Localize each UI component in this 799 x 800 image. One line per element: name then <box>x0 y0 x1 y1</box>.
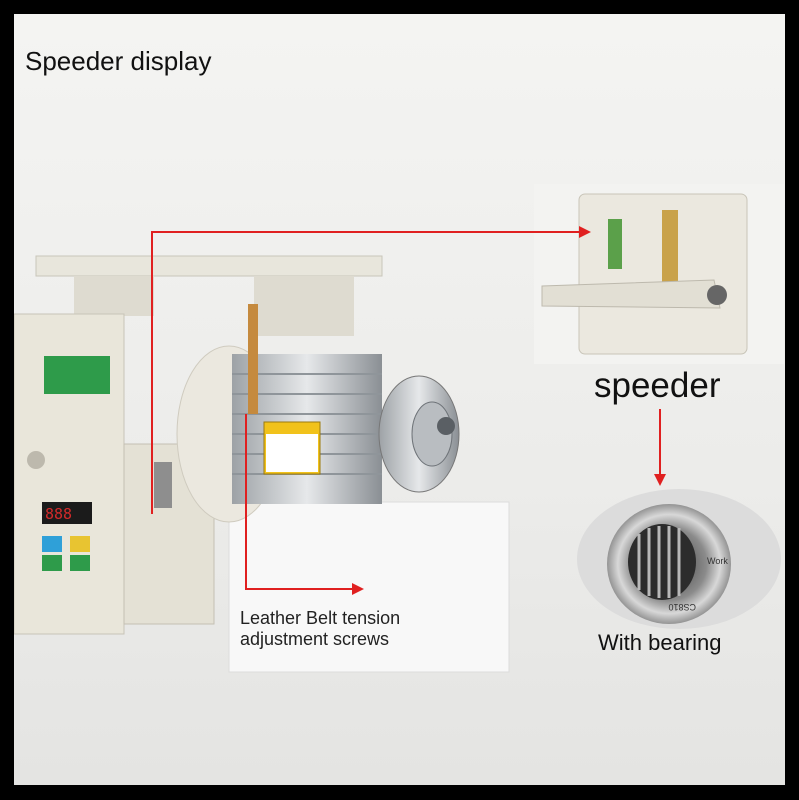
display-digits: 888 <box>45 505 72 523</box>
down-button <box>42 555 62 571</box>
belt-tension-label: Leather Belt tension adjustment screws <box>240 608 401 649</box>
title: Speeder display <box>25 46 212 76</box>
speeder-lever <box>541 279 721 309</box>
logo-plate <box>44 356 110 394</box>
up-button <box>70 555 90 571</box>
belt-arrow <box>245 414 352 590</box>
bearing-marks: Work <box>707 556 728 566</box>
digital-display <box>42 502 92 524</box>
tension-spring <box>154 462 172 508</box>
mounting-plate <box>35 255 383 277</box>
speeder-pivot <box>707 285 727 305</box>
base-block <box>228 501 510 673</box>
bearing-label: With bearing <box>598 630 722 655</box>
s-button <box>70 536 90 552</box>
product-photo: 888 <box>14 184 784 673</box>
speeder-spring-right <box>662 210 678 282</box>
photo-frame: 888 <box>14 14 785 785</box>
pulley-nut <box>437 417 455 435</box>
power-socket <box>27 451 45 469</box>
p-button <box>42 536 62 552</box>
speeder-label: speeder <box>594 366 721 405</box>
bearing-code: CS810 <box>668 602 696 612</box>
tension-rod <box>248 304 258 414</box>
speeder-spring-left <box>608 219 622 269</box>
speeder-arrow <box>151 231 579 514</box>
